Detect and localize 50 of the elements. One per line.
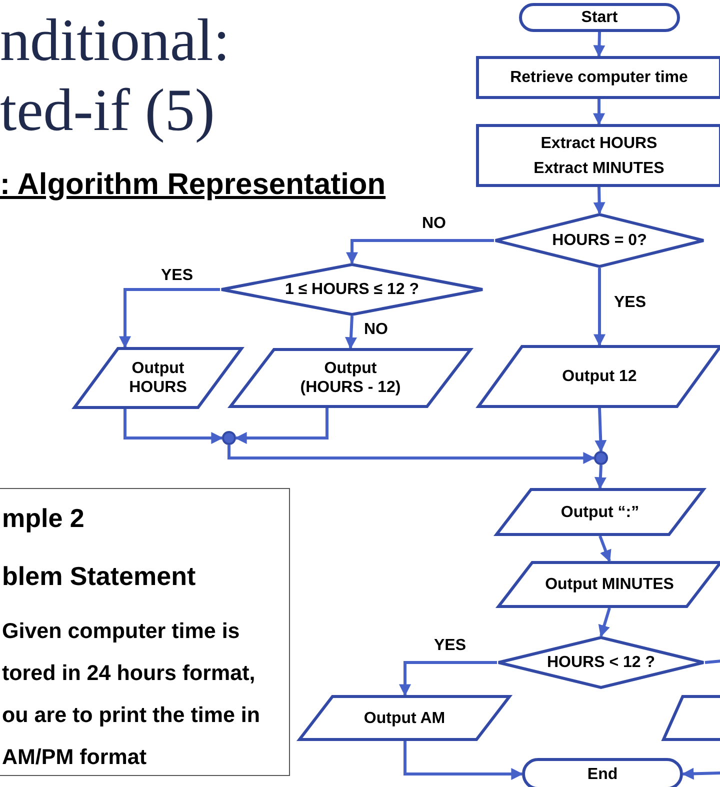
flow-arrow: [234, 408, 328, 444]
flow-arrow: [399, 661, 497, 696]
process-label: Retrieve computer time: [510, 68, 688, 88]
output-label: Output (HOURS - 12): [299, 359, 402, 398]
output-label: Output “:”: [560, 502, 640, 522]
process-box: [476, 56, 720, 99]
decision-diamond: [494, 213, 705, 268]
output-parallelogram: [497, 561, 720, 608]
output-label: Output HOURS: [128, 359, 188, 398]
decision-diamond: [497, 636, 705, 689]
flow-arrow: [594, 268, 606, 346]
output-parallelogram: [495, 488, 705, 536]
output-parallelogram: [73, 347, 243, 409]
terminal-label: Start: [581, 8, 618, 28]
condition-label: HOURS = 0?: [552, 231, 647, 251]
terminal-label: End: [587, 764, 618, 784]
flow-arrow: [346, 239, 494, 264]
flow-arrow: [598, 608, 611, 638]
flow-arrow: [345, 316, 357, 350]
process-label: Extract HOURS: [540, 134, 658, 154]
condition-label: 1 ≤ HOURS ≤ 12 ?: [284, 280, 420, 300]
flow-arrow: [594, 408, 607, 452]
output-label: Output 12: [562, 367, 637, 387]
junction-dot: [594, 451, 608, 465]
flow-arrow: [594, 464, 606, 490]
slide-title: nditional: ted-if (5): [0, 6, 231, 145]
flow-arrow: [593, 32, 606, 58]
problem-statement: Given computer time is tored in 24 hours format, ou are to print the time in AM/PM format: [2, 618, 262, 771]
process-label: Extract MINUTES: [534, 158, 664, 178]
output-label: Output AM: [364, 708, 446, 728]
section-heading: blem Statement: [2, 562, 197, 590]
flow-arrow: [598, 535, 612, 562]
output-parallelogram: [298, 695, 511, 741]
section-subtitle: : Algorithm Representation: [0, 168, 386, 202]
flow-arrow: [119, 288, 220, 348]
output-label: Output MINUTES: [545, 575, 674, 595]
condition-label: HOURS < 12 ?: [546, 653, 656, 673]
flow-arrow: [682, 768, 720, 780]
example-heading: mple 2: [2, 504, 86, 532]
process-box: [476, 124, 720, 187]
flow-arrow: [228, 445, 596, 464]
output-parallelogram: [229, 348, 472, 408]
problem-panel: [0, 488, 290, 776]
decision-diamond: [220, 263, 484, 316]
flow-arrow: [404, 741, 524, 780]
flow-arrow: [593, 186, 606, 214]
flow-arrow: [593, 99, 605, 126]
flow-arrow: [124, 409, 224, 444]
junction-dot: [222, 431, 236, 445]
output-parallelogram: [477, 345, 720, 408]
